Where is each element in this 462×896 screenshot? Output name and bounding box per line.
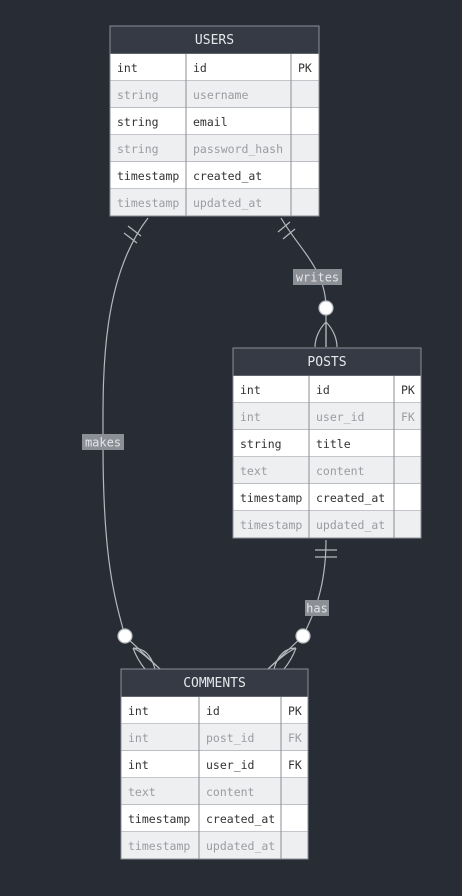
label-bg-has xyxy=(305,600,329,616)
attribute-row xyxy=(233,457,421,484)
relationship-label-has: has xyxy=(306,602,328,616)
attribute-row xyxy=(121,805,308,832)
entity-border xyxy=(109,25,320,217)
attribute-type: int xyxy=(240,410,261,424)
many-marker-crowfoot xyxy=(132,647,161,670)
attribute-row xyxy=(121,697,308,724)
attribute-name: id xyxy=(193,61,207,75)
entity-users: USERS int id PK string username string email str… xyxy=(109,25,320,217)
entity-title: COMMENTS xyxy=(183,676,246,691)
entity-title: USERS xyxy=(195,33,234,48)
attribute-type: timestamp xyxy=(240,518,302,532)
one-marker-line xyxy=(127,225,142,237)
attribute-key: FK xyxy=(288,731,302,745)
attribute-name: created_at xyxy=(193,169,262,183)
label-bg-makes xyxy=(82,434,124,450)
attribute-row xyxy=(121,832,308,859)
relationship-label-writes: writes xyxy=(296,271,339,285)
attribute-row xyxy=(110,108,319,135)
attribute-row xyxy=(110,189,319,216)
attribute-row xyxy=(110,81,319,108)
attribute-name: id xyxy=(316,383,330,397)
attribute-key: PK xyxy=(401,383,415,397)
attribute-row xyxy=(233,403,421,430)
attribute-row xyxy=(233,511,421,538)
many-marker-crowfoot xyxy=(267,647,297,670)
attribute-name: updated_at xyxy=(193,196,262,210)
relationships xyxy=(102,217,338,670)
attribute-type: string xyxy=(117,115,159,129)
attribute-name: user_id xyxy=(206,758,254,772)
zero-marker-circle xyxy=(318,300,334,316)
attribute-type: timestamp xyxy=(240,491,302,505)
attribute-type: timestamp xyxy=(128,839,190,853)
attribute-type: string xyxy=(240,437,282,451)
entity-border xyxy=(120,668,309,860)
one-marker-line xyxy=(277,221,291,233)
attribute-name: updated_at xyxy=(206,839,275,853)
attribute-name: user_id xyxy=(316,410,364,424)
attribute-type: int xyxy=(117,61,138,75)
attribute-type: string xyxy=(117,88,159,102)
one-marker-line xyxy=(282,228,296,240)
attribute-row xyxy=(121,778,308,805)
attribute-key: FK xyxy=(401,410,415,424)
attribute-name: title xyxy=(316,437,351,451)
attribute-type: timestamp xyxy=(128,812,190,826)
attribute-type: int xyxy=(240,383,261,397)
attribute-key: FK xyxy=(288,758,302,772)
attribute-type: text xyxy=(128,785,156,799)
entity-title: POSTS xyxy=(307,355,346,370)
attribute-row xyxy=(233,430,421,457)
label-bg-writes xyxy=(293,269,342,285)
attribute-name: content xyxy=(206,785,254,799)
attribute-row xyxy=(233,484,421,511)
relationship-labels: writes makes has xyxy=(82,269,342,616)
attribute-name: post_id xyxy=(206,731,254,745)
attribute-name: created_at xyxy=(316,491,385,505)
attribute-name: password_hash xyxy=(193,142,283,156)
attribute-row xyxy=(121,724,308,751)
attribute-row xyxy=(233,376,421,403)
attribute-type: string xyxy=(117,142,159,156)
attribute-type: timestamp xyxy=(117,169,179,183)
attribute-row xyxy=(110,135,319,162)
attribute-name: content xyxy=(316,464,364,478)
attribute-row xyxy=(121,751,308,778)
one-marker-line xyxy=(123,232,138,244)
attribute-row xyxy=(110,54,319,81)
entity-border xyxy=(232,347,422,539)
relationship-label-makes: makes xyxy=(85,436,121,450)
attribute-type: int xyxy=(128,758,149,772)
zero-marker-circle xyxy=(117,628,133,644)
attribute-name: updated_at xyxy=(316,518,385,532)
attribute-row xyxy=(110,162,319,189)
attribute-key: PK xyxy=(298,61,312,75)
attribute-type: text xyxy=(240,464,268,478)
attribute-type: timestamp xyxy=(117,196,179,210)
attribute-name: username xyxy=(193,88,248,102)
attribute-key: PK xyxy=(288,704,302,718)
zero-marker-circle xyxy=(295,628,311,644)
many-marker-crowfoot xyxy=(314,321,338,348)
attribute-type: int xyxy=(128,704,149,718)
entity-posts: POSTS int id PK int user_id FK string title text c… xyxy=(232,347,422,539)
attribute-type: int xyxy=(128,731,149,745)
attribute-name: created_at xyxy=(206,812,275,826)
attribute-name: email xyxy=(193,115,228,129)
attribute-name: id xyxy=(206,704,220,718)
